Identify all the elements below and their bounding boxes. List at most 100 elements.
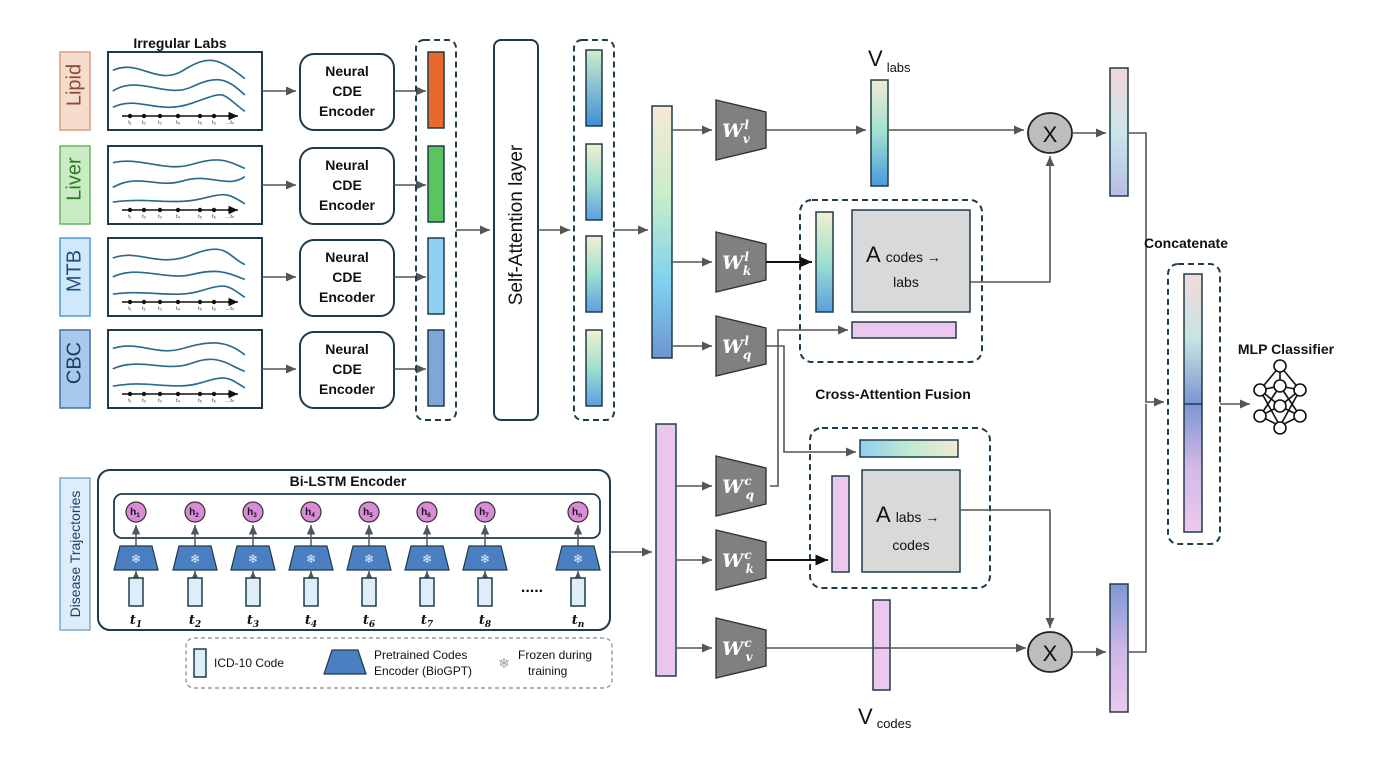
lab-timeseries-curves bbox=[112, 159, 246, 205]
encoder-label-line: CDE bbox=[332, 177, 362, 193]
icd-code-box bbox=[187, 577, 203, 607]
icd-code-box bbox=[361, 577, 377, 607]
time-step-label: t8 bbox=[479, 613, 492, 630]
concatenate-block bbox=[1167, 263, 1221, 545]
time-step-label: t4 bbox=[305, 613, 317, 630]
hidden-state-node bbox=[184, 501, 206, 523]
encoder-label-line: Encoder bbox=[319, 381, 376, 397]
time-tick-label: t₃ bbox=[158, 214, 162, 220]
bilstm-cell: hn❄tn bbox=[555, 501, 601, 630]
lab-timeseries-curves bbox=[112, 59, 246, 113]
hidden-state-node bbox=[358, 501, 380, 523]
neural-cde-encoder bbox=[299, 331, 395, 409]
lab-name-label: Liver bbox=[63, 157, 85, 201]
lab-representation-bar bbox=[651, 105, 673, 359]
bilstm-cell: h1❄t1 bbox=[113, 501, 159, 630]
encoder-label-line: CDE bbox=[332, 269, 362, 285]
snowflake-icon: ❄ bbox=[480, 552, 490, 566]
multiply-label-codes: X bbox=[1043, 641, 1058, 666]
lab-embedding bbox=[427, 329, 445, 407]
snowflake-icon: ❄ bbox=[190, 552, 200, 566]
time-tick-label: t₄ bbox=[176, 398, 181, 404]
time-tick-label: t₁ bbox=[128, 398, 132, 404]
hidden-state-label: hn bbox=[572, 507, 582, 519]
pretrained-encoder bbox=[172, 545, 218, 571]
lab-embedding bbox=[427, 145, 445, 223]
encoder-label-line: Neural bbox=[325, 157, 369, 173]
hidden-state-label: h4 bbox=[305, 507, 315, 519]
time-tick-label: t₆ bbox=[212, 214, 216, 220]
attended-embedding-4 bbox=[585, 329, 603, 407]
time-tick-label: ...tₙ bbox=[226, 398, 235, 404]
lab-embedding bbox=[427, 51, 445, 129]
a-codes-labs-line2: labs bbox=[893, 274, 919, 290]
lab-timeseries-panel bbox=[107, 145, 263, 225]
multiply-label-labs: X bbox=[1043, 122, 1058, 147]
lab-timeseries-panel bbox=[107, 51, 263, 131]
neural-cde-encoder bbox=[299, 239, 395, 317]
concatenate-label: Concatenate bbox=[1144, 235, 1228, 251]
time-step-label: t7 bbox=[421, 613, 434, 630]
pretrained-encoder bbox=[404, 545, 450, 571]
pretrained-encoder bbox=[288, 545, 334, 571]
lab-embedding-column bbox=[415, 39, 457, 421]
query-labs-bar bbox=[859, 439, 959, 458]
icd-code-box bbox=[419, 577, 435, 607]
snowflake-icon: ❄ bbox=[573, 552, 583, 566]
time-tick-label: ...tₙ bbox=[226, 214, 235, 220]
mlp-label: MLP Classifier bbox=[1238, 341, 1335, 357]
snowflake-icon: ❄ bbox=[248, 552, 258, 566]
time-tick-label: t₂ bbox=[142, 120, 146, 126]
time-tick-label: ...tₙ bbox=[226, 306, 235, 312]
time-tick-label: t₃ bbox=[158, 120, 162, 126]
hidden-state-label: h7 bbox=[479, 507, 489, 519]
encoder-label-line: CDE bbox=[332, 361, 362, 377]
lab-timeseries-curves bbox=[112, 248, 246, 299]
hidden-state-node bbox=[474, 501, 496, 523]
time-tick-label: t₆ bbox=[212, 398, 216, 404]
irregular-labs-title: Irregular Labs bbox=[133, 35, 227, 51]
lab-name-box bbox=[59, 51, 91, 131]
time-tick-label: t₄ bbox=[176, 214, 181, 220]
hidden-state-node bbox=[416, 501, 438, 523]
encoder-label-line: Neural bbox=[325, 249, 369, 265]
snowflake-icon: ❄ bbox=[131, 552, 141, 566]
time-tick-label: t₂ bbox=[142, 306, 146, 312]
encoder-label-line: Neural bbox=[325, 63, 369, 79]
attended-embedding-1 bbox=[585, 49, 603, 127]
icd-code-box bbox=[477, 577, 493, 607]
icd-code-box bbox=[303, 577, 319, 607]
legend-encoder-line2: Encoder (BioGPT) bbox=[374, 664, 472, 678]
time-tick-label: t₄ bbox=[176, 120, 181, 126]
time-tick-label: t₄ bbox=[176, 306, 181, 312]
legend-icd-swatch bbox=[193, 648, 207, 678]
lab-name-label: Lipid bbox=[63, 64, 85, 106]
mlp-network-icon bbox=[1253, 359, 1307, 435]
icd-code-box bbox=[570, 577, 586, 607]
hidden-state-node bbox=[567, 501, 589, 523]
time-step-label: t6 bbox=[363, 613, 376, 630]
encoder-label-line: Neural bbox=[325, 341, 369, 357]
time-tick-label: t₁ bbox=[128, 306, 132, 312]
time-tick-label: t₁ bbox=[128, 214, 132, 220]
bilstm-cell: h3❄t3 bbox=[230, 501, 276, 630]
fused-labs-output-bar bbox=[1109, 67, 1129, 197]
hidden-state-node bbox=[300, 501, 322, 523]
cross-attention-block-labs bbox=[799, 199, 983, 363]
bilstm-cell: h7 ❄ t8 bbox=[462, 501, 508, 630]
time-step-label: t3 bbox=[247, 613, 259, 630]
